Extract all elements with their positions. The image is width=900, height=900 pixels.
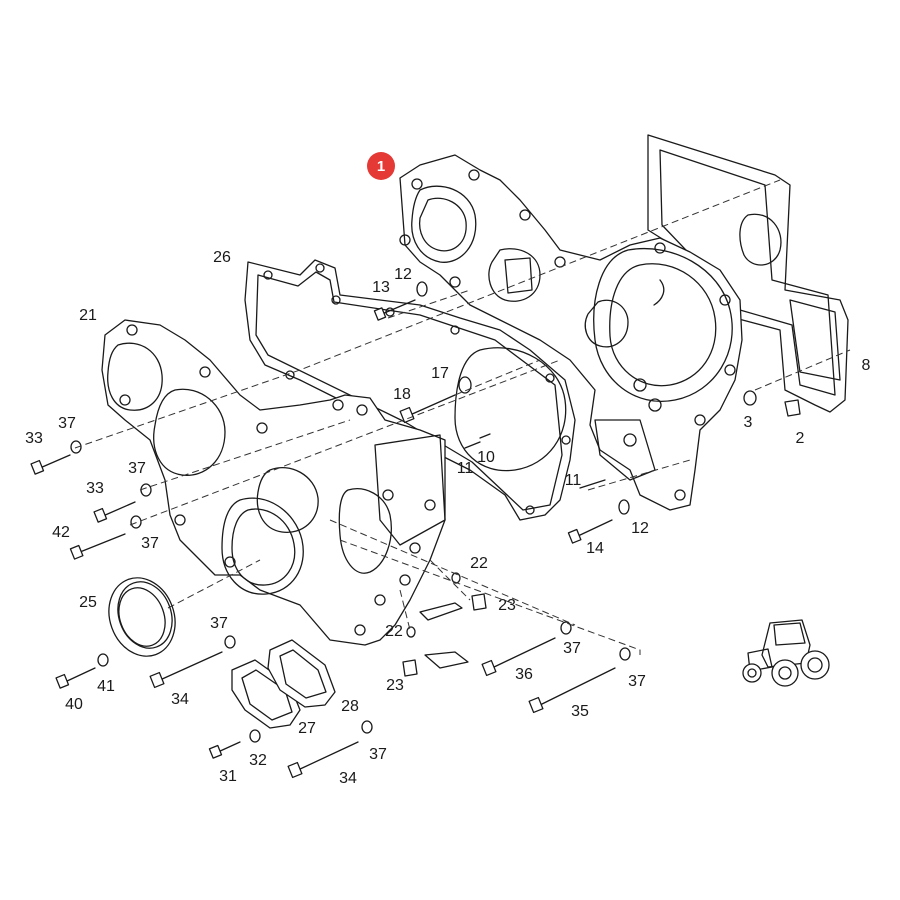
assembly-axes (74, 179, 851, 655)
callout-22-24: 22 (385, 623, 403, 640)
callout-13-2: 13 (372, 279, 390, 296)
callout-41-28: 41 (97, 678, 115, 695)
callout-27-34: 27 (298, 720, 316, 737)
timing-housing-1 (399, 154, 743, 511)
callout-33-14: 33 (25, 430, 43, 447)
callout-37-25: 37 (563, 640, 581, 657)
fasteners (30, 281, 801, 779)
callout-32-36: 32 (249, 752, 267, 769)
callout-36-26: 36 (515, 666, 533, 683)
callout-31-37: 31 (219, 768, 237, 785)
callout-18-4: 18 (393, 386, 411, 403)
oil-seal-25 (108, 577, 176, 657)
callout-22-20: 22 (470, 555, 488, 572)
part-number-badge[interactable]: 1 (367, 152, 395, 180)
tractor-icon (742, 619, 830, 687)
cover-plate-27 (231, 659, 301, 729)
callout-12-3: 12 (394, 266, 412, 283)
callout-11-8: 11 (565, 472, 582, 489)
callout-17-5: 17 (431, 365, 449, 382)
gasket-26 (244, 259, 576, 521)
callout-23-21: 23 (498, 597, 516, 614)
callout-34-38: 34 (339, 770, 357, 787)
callout-37-23: 37 (210, 615, 228, 632)
callout-8-11: 8 (862, 357, 871, 374)
callout-21-1: 21 (79, 307, 97, 324)
callout-11-6: 11 (457, 460, 474, 477)
callout-25-22: 25 (79, 594, 97, 611)
badge-circle (367, 152, 395, 180)
callout-14-10: 14 (586, 540, 604, 557)
callout-labels: 2621131218171110111214832333737334237222… (25, 249, 870, 787)
callout-42-18: 42 (52, 524, 70, 541)
callout-37-35: 37 (369, 746, 387, 763)
callout-35-33: 35 (571, 703, 589, 720)
callout-37-16: 37 (128, 460, 146, 477)
callout-37-15: 37 (58, 415, 76, 432)
callout-23-29: 23 (386, 677, 404, 694)
callout-10-7: 10 (477, 449, 495, 466)
gasket-28 (267, 639, 336, 708)
callout-34-30: 34 (171, 691, 189, 708)
sealant-tube (419, 602, 469, 669)
callout-12-9: 12 (631, 520, 649, 537)
callout-26-0: 26 (213, 249, 231, 266)
callout-2-13: 2 (796, 430, 805, 447)
callout-37-19: 37 (141, 535, 159, 552)
callout-28-32: 28 (341, 698, 359, 715)
callout-40-31: 40 (65, 696, 83, 713)
callout-33-17: 33 (86, 480, 104, 497)
front-cover-21 (101, 319, 446, 646)
badge-label: 1 (377, 158, 385, 175)
callout-37-27: 37 (628, 673, 646, 690)
callout-3-12: 3 (744, 414, 753, 431)
